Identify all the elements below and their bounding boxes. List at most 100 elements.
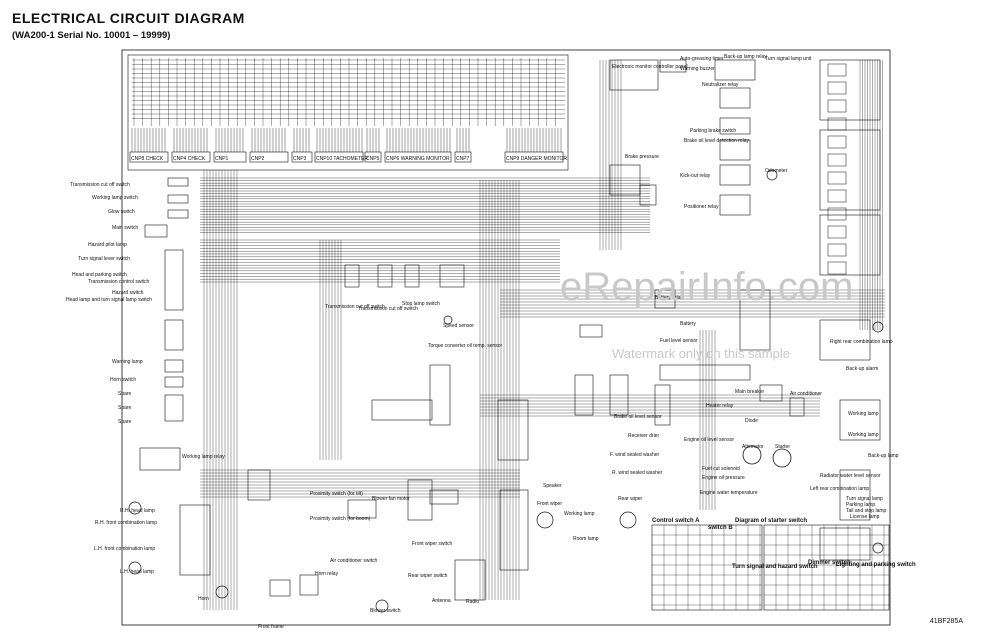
connector-box [827, 135, 847, 149]
center-label: Transmission cut off switch [325, 304, 385, 310]
right-label: Fuel cut solenoid [702, 466, 740, 472]
diagram-frame [121, 49, 891, 626]
component-box [347, 499, 377, 519]
center-label: Front wiper [537, 501, 562, 507]
table-title-dimmer: Dimmer switch [808, 560, 851, 566]
center-label: Horn relay [315, 571, 339, 577]
center-label: Antenna [432, 598, 451, 604]
left-label: Horn switch [110, 377, 136, 383]
right-label: Back-up alarm [846, 366, 878, 372]
top-right-label: Turn signal lamp unit [765, 56, 812, 62]
component-box [499, 489, 529, 571]
left-label: L.H. head lamp [120, 569, 154, 575]
center-label: Working lamp relay [182, 454, 225, 460]
connector-label: CNP2 [251, 156, 265, 162]
top-wire-bundle [132, 58, 565, 126]
center-label: Front wiper switch [412, 541, 453, 547]
component-box [719, 164, 751, 186]
component-box [164, 249, 184, 311]
component-box [719, 139, 751, 161]
left-label: Hazard switch [112, 290, 144, 296]
component-box [639, 184, 657, 206]
connector-box [249, 151, 289, 163]
horn-symbol [215, 585, 229, 599]
left-label: Head lamp and turn signal lamp switch [66, 297, 152, 303]
connector-label: CNP5 [366, 156, 380, 162]
top-right-label: Odometer [765, 168, 788, 174]
top-right-label: Parking brake switch [690, 128, 736, 134]
right-label: Battery relay [655, 295, 684, 301]
component-box [497, 399, 529, 461]
component-box [167, 209, 189, 219]
connector-box [384, 151, 452, 163]
component-box [404, 264, 420, 288]
left-label: Transmission control switch [88, 279, 149, 285]
right-label: Radiator water level sensor [820, 473, 881, 479]
connector-label: CNP8 CHECK [131, 156, 164, 162]
center-label: Rear wiper [618, 496, 643, 502]
connector-box [827, 99, 847, 113]
component-box [819, 527, 871, 561]
component-box [344, 264, 360, 288]
connector-box [827, 207, 847, 221]
connector-box [827, 63, 847, 77]
top-right-label: Kick-out relay [680, 173, 711, 179]
component-box [659, 59, 687, 73]
component-boxes [139, 59, 881, 601]
connector-label: CNP7 [456, 156, 470, 162]
connector-box [314, 151, 364, 163]
right-label: Tail and stop lamp [846, 508, 887, 514]
top-right-label: Back-up lamp relay [724, 54, 767, 60]
component-box [377, 264, 393, 288]
component-box [164, 359, 184, 373]
component-box [299, 574, 319, 596]
connector-box [129, 151, 169, 163]
center-label: Speaker [543, 483, 562, 489]
top-right-label: Warning buzzer [680, 66, 715, 72]
odometer-symbol [766, 169, 778, 181]
connector-box [827, 225, 847, 239]
center-label: Blower switch [370, 608, 401, 614]
component-box [739, 289, 771, 351]
watermark-main: eRepairInfo.com [560, 265, 853, 309]
connector-label: CNP1 [215, 156, 229, 162]
connector-box [827, 153, 847, 167]
component-box [789, 397, 805, 417]
component-box [839, 469, 871, 521]
right-label: Battery [680, 321, 696, 327]
table-title-control-b: switch B [708, 525, 733, 531]
connector-box [827, 243, 847, 257]
right-label: Alternator [742, 444, 764, 450]
component-box [167, 194, 189, 204]
connector-label: CNP3 [293, 156, 307, 162]
component-box [719, 117, 751, 135]
connector-box [291, 151, 313, 163]
horizontal-wire-bundle [200, 177, 885, 498]
component-box [179, 504, 211, 576]
component-box [819, 129, 881, 211]
right-label: Right rear combination lamp [830, 339, 893, 345]
component-box [579, 324, 603, 338]
component-box [247, 469, 271, 501]
center-label: Speed sensor [443, 323, 474, 329]
center-label: Working lamp [564, 511, 595, 517]
component-box [407, 479, 433, 521]
table-title-control-a: Control switch A [652, 518, 700, 524]
left-label: Working lamp switch [92, 195, 138, 201]
r-head-lamp-symbol [128, 501, 142, 515]
left-label: L.H. front combination lamp [94, 546, 155, 552]
blower-motor-symbol [375, 599, 389, 613]
right-label: Working lamp [848, 432, 879, 438]
left-label: Spare [118, 405, 132, 411]
right-label: Heater relay [706, 403, 734, 409]
connector-label: CNP4 CHECK [173, 156, 206, 162]
document-code: 41BF285A [929, 618, 963, 625]
top-connector-bank [127, 54, 569, 171]
component-box [164, 376, 184, 388]
center-label: Torque converter oil temp. sensor [428, 343, 503, 349]
page-subtitle: (WA200-1 Serial No. 10001 – 19999) [12, 30, 171, 41]
center-label: Front frame [258, 624, 284, 630]
